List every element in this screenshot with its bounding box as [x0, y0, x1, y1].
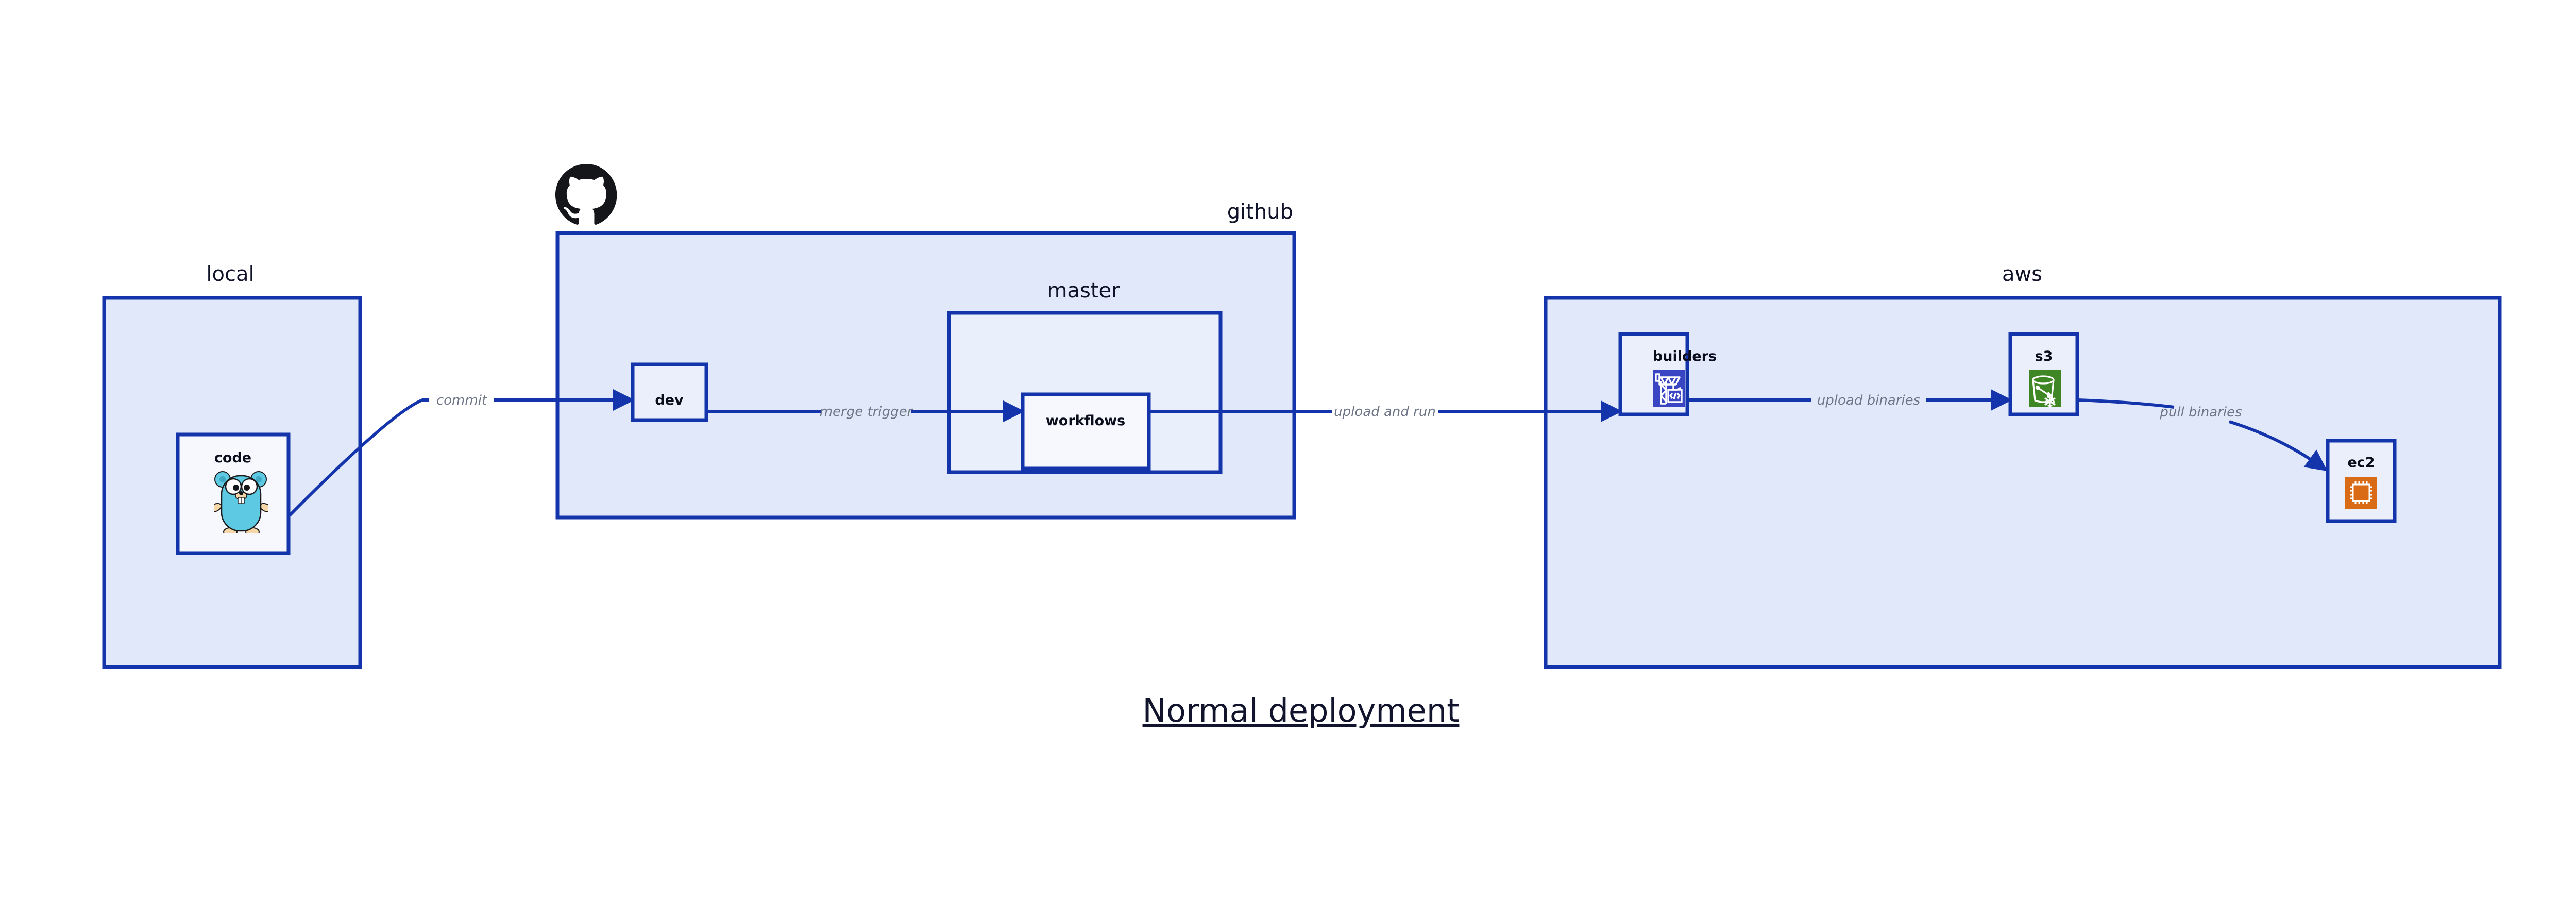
edges-layer: commit merge trigger upload and run uplo…: [288, 389, 2328, 517]
node-box-dev: [631, 362, 708, 422]
node-workflows[interactable]: workflows: [1021, 392, 1151, 471]
node-dev[interactable]: dev: [631, 362, 708, 422]
aws-ec2-icon: [2345, 477, 2377, 509]
edge-label-merge-trigger: merge trigger: [820, 404, 914, 420]
page-title: Normal deployment: [1143, 692, 1460, 729]
edge-path-pull-binaries-head: [2077, 398, 2175, 409]
group-aws: aws builders: [1544, 262, 2502, 669]
edge-label-upload-binaries: upload binaries: [1817, 393, 1920, 408]
node-box-workflows: [1021, 392, 1151, 471]
edge-commit: commit: [288, 389, 635, 517]
edge-label-commit: commit: [436, 393, 487, 408]
aws-codebuild-icon: [1653, 370, 1685, 407]
node-label-ec2: ec2: [2347, 455, 2375, 471]
group-local: local code: [102, 262, 362, 669]
group-github: github dev master workflows: [555, 164, 1296, 520]
node-label-code: code: [214, 450, 251, 466]
node-ec2[interactable]: ec2: [2326, 439, 2397, 523]
group-label-local: local: [206, 262, 254, 286]
edge-merge-trigger: merge trigger: [706, 400, 1025, 422]
subgroup-master: master workflows: [947, 279, 1223, 474]
group-label-aws: aws: [2002, 262, 2042, 286]
node-label-dev: dev: [655, 392, 684, 408]
node-s3[interactable]: s3: [2008, 332, 2079, 416]
node-code[interactable]: code: [176, 432, 291, 555]
subgroup-label-master: master: [1047, 279, 1120, 303]
edge-upload-and-run: upload and run: [1149, 400, 1622, 422]
edge-pull-binaries: pull binaries: [2077, 398, 2328, 472]
node-label-s3: s3: [2035, 348, 2053, 364]
node-label-workflows: workflows: [1046, 413, 1125, 429]
aws-s3-glacier-icon: [2029, 370, 2061, 408]
go-gopher-icon: [214, 471, 268, 533]
node-label-builders: builders: [1653, 348, 1717, 364]
group-label-github: github: [1227, 200, 1293, 224]
edge-label-upload-and-run: upload and run: [1334, 404, 1436, 420]
edge-upload-binaries: upload binaries: [1687, 389, 2012, 411]
node-builders[interactable]: builders: [1618, 332, 1717, 416]
edge-path-commit: [288, 398, 423, 517]
edge-label-pull-binaries: pull binaries: [2159, 405, 2242, 420]
edge-path-pull-binaries-tail: [2229, 420, 2328, 472]
github-octocat-icon: [555, 164, 617, 225]
